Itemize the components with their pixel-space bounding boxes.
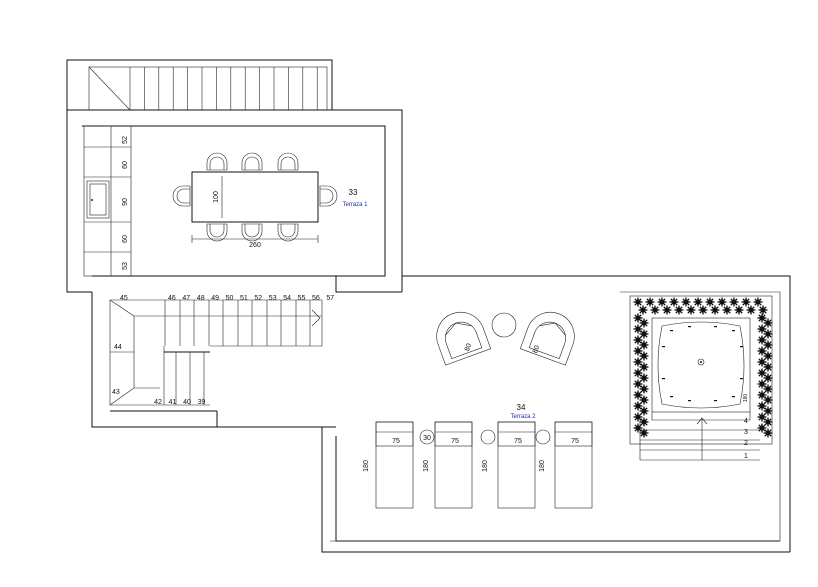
pool-step-3: 3 xyxy=(744,429,748,436)
stair-step-label: 48 xyxy=(197,295,205,302)
sunbed-side-tables xyxy=(419,429,551,445)
sunbed-length-dim: 180 xyxy=(363,460,370,472)
upper-stair-block xyxy=(66,59,333,111)
pool-area xyxy=(629,295,773,461)
sunbed-width-dim: 75 xyxy=(451,438,459,445)
dining-table xyxy=(191,171,319,243)
sunbed-length-dim: 180 xyxy=(482,460,489,472)
stair-step-label: 49 xyxy=(211,295,219,302)
lounge-chair-right xyxy=(519,311,575,366)
lounge-chair-right-dim: 80 xyxy=(532,345,541,355)
dining-chairs xyxy=(172,152,338,242)
terrace-2-number: 34 xyxy=(517,403,526,412)
jacuzzi xyxy=(657,321,745,409)
kitchen-dim-5: 53 xyxy=(122,262,129,270)
pool-step-4: 4 xyxy=(744,418,748,425)
sunbed-length-dim: 180 xyxy=(539,460,546,472)
sunbed-length-dim: 180 xyxy=(423,460,430,472)
kitchen-dim-2: 60 xyxy=(122,161,129,169)
terrace-1-number: 33 xyxy=(349,188,358,197)
stair-step-label: 40 xyxy=(183,399,191,406)
sink xyxy=(86,180,110,219)
stair-step-label: 55 xyxy=(298,295,306,302)
stairwell-walls xyxy=(91,275,791,553)
terrace-1-walls xyxy=(66,109,403,293)
side-table-dim: 30 xyxy=(423,435,431,442)
sunbed: 75 180 xyxy=(482,421,536,509)
pool-step-1: 1 xyxy=(744,453,748,460)
stair-step-label: 42 xyxy=(154,399,162,406)
sunbed: 75 180 xyxy=(423,421,473,509)
stair-step-label: 47 xyxy=(182,295,190,302)
stair-side-label: 44 xyxy=(114,344,122,351)
table-width-dim: 260 xyxy=(249,242,261,249)
stair-step-label: 53 xyxy=(269,295,277,302)
sunbed: 75 180 xyxy=(363,421,414,509)
sunbed: 75 180 xyxy=(539,421,593,509)
terrace-2-name: Terraza 2 xyxy=(510,414,536,420)
lounge-chair-left-dim: 80 xyxy=(464,343,473,353)
stair-step-label: 50 xyxy=(226,295,234,302)
kitchen-dim-4: 60 xyxy=(122,235,129,243)
stair-step-label: 54 xyxy=(283,295,291,302)
sunbed-width-dim: 75 xyxy=(514,438,522,445)
stair-step-label: 46 xyxy=(168,295,176,302)
kitchen-dim-3: 90 xyxy=(122,198,129,206)
kitchen-counter xyxy=(83,125,132,277)
stair-step-label: 56 xyxy=(312,295,320,302)
stair-step-label: 51 xyxy=(240,295,248,302)
stair-step-label: 45 xyxy=(120,295,128,302)
stair-step-label: 41 xyxy=(169,399,177,406)
lounge-chair-left xyxy=(436,311,492,366)
side-table-round xyxy=(491,312,517,338)
stair-side-label: 43 xyxy=(112,389,120,396)
pool-dim: 180 xyxy=(743,394,749,403)
u-stair xyxy=(109,299,323,406)
stair-step-label: 57 xyxy=(326,295,334,302)
stair-step-label: 52 xyxy=(254,295,262,302)
pool-step-2: 2 xyxy=(744,440,748,447)
stair-step-label: 39 xyxy=(198,399,206,406)
kitchen-dim-1: 52 xyxy=(122,136,129,144)
table-depth-dim: 100 xyxy=(213,191,220,203)
terrace-1-name: Terraza 1 xyxy=(342,202,368,208)
sunbed-width-dim: 75 xyxy=(571,438,579,445)
sunbed-width-dim: 75 xyxy=(392,438,400,445)
